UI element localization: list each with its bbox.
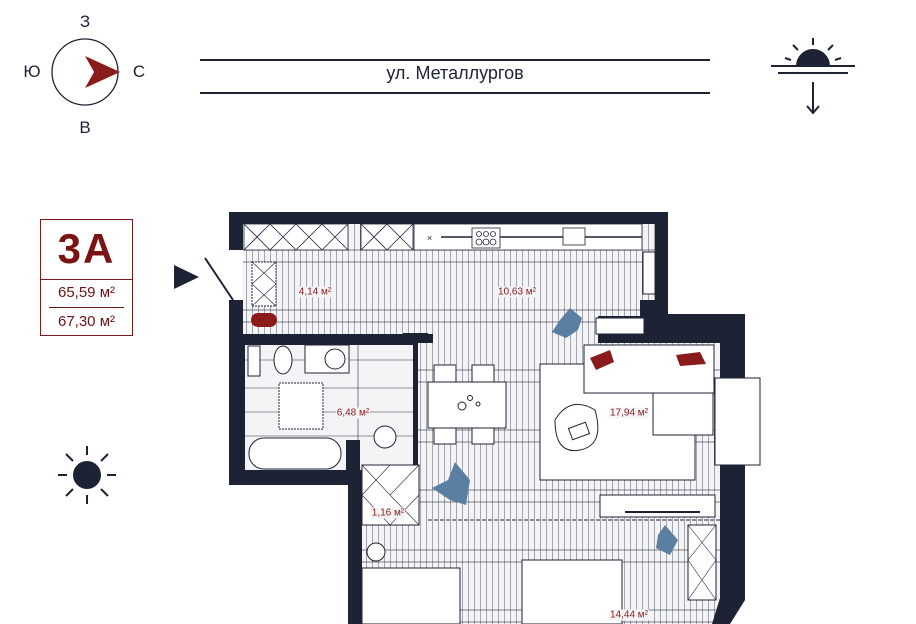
ottoman: [251, 313, 277, 327]
bed: [521, 559, 623, 624]
compass-west-label: З: [79, 12, 91, 31]
sun-icon: [58, 446, 116, 504]
window: [714, 377, 761, 466]
window: [642, 251, 656, 295]
room-area-living-room: 17,94 м²: [608, 407, 650, 419]
hall-rug: [251, 261, 277, 307]
sink-icon: [562, 227, 586, 246]
apartment-badge: 3А 65,59 м² 67,30 м²: [40, 219, 133, 336]
entrance-door[interactable]: [204, 257, 234, 301]
room-area-bathroom: 6,48 м²: [335, 407, 371, 419]
living-area: 65,59 м²: [57, 284, 115, 301]
bath-mat: [278, 382, 324, 430]
pillow: [590, 350, 614, 370]
compass-east-label: В: [79, 118, 91, 137]
room-area-kitchen: 10,63 м²: [496, 286, 538, 298]
entrance-arrow-icon: [174, 265, 199, 289]
bed: [361, 567, 461, 624]
room-area-bedroom: 14,44 м²: [608, 609, 650, 621]
apartment-code: 3А: [57, 225, 116, 272]
tv-stand: [599, 494, 716, 518]
washbasin: [373, 425, 397, 449]
bathtub: [248, 437, 342, 470]
pillow: [676, 352, 706, 366]
plant-icon: [432, 308, 678, 555]
divider: [49, 307, 124, 308]
kitchen-cabinets: ×: [243, 223, 643, 251]
street-line-top: [200, 59, 710, 61]
sunset-icon: [771, 38, 855, 115]
dining-table: [427, 364, 507, 445]
room-area-storage: 1,16 м²: [370, 507, 406, 519]
sofa: [583, 344, 715, 394]
street-line-bottom: [200, 92, 710, 94]
compass-north-label: С: [132, 62, 146, 81]
total-area: 67,30 м²: [57, 313, 115, 330]
washer-dryer: [595, 317, 645, 335]
toilet: [273, 345, 293, 375]
wardrobe: [687, 524, 717, 601]
street-name: ул. Металлургов: [386, 63, 524, 83]
svg-text:×: ×: [427, 233, 432, 243]
compass-south-label: Ю: [23, 62, 41, 81]
divider: [41, 279, 132, 280]
room-area-hallway: 4,14 м²: [297, 286, 333, 298]
